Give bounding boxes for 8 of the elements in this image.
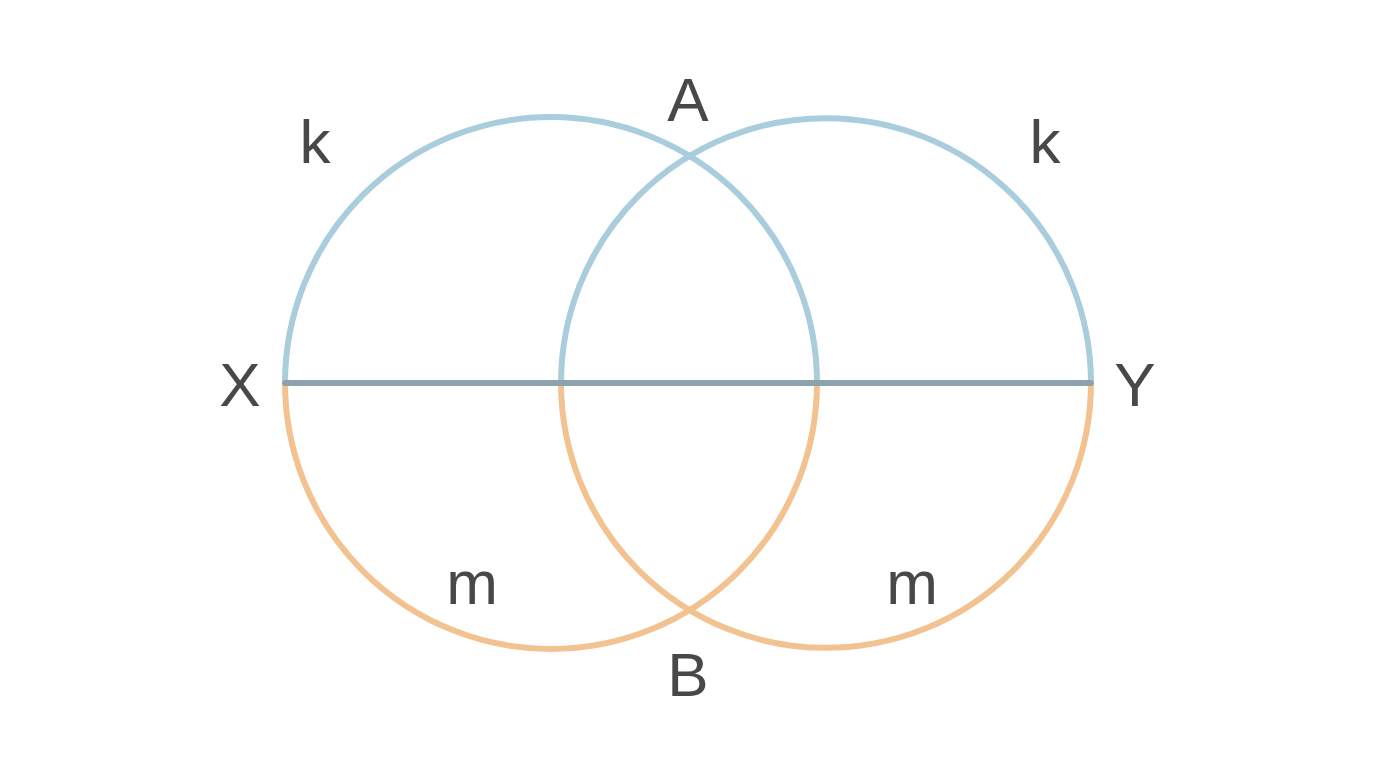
point-label: k <box>1029 111 1061 173</box>
point-label: k <box>299 111 331 173</box>
point-label: A <box>667 69 709 131</box>
point-label: B <box>667 644 709 706</box>
point-label: m <box>446 552 498 614</box>
point-label: X <box>219 354 261 416</box>
point-label: Y <box>1114 354 1156 416</box>
point-label: m <box>886 552 938 614</box>
